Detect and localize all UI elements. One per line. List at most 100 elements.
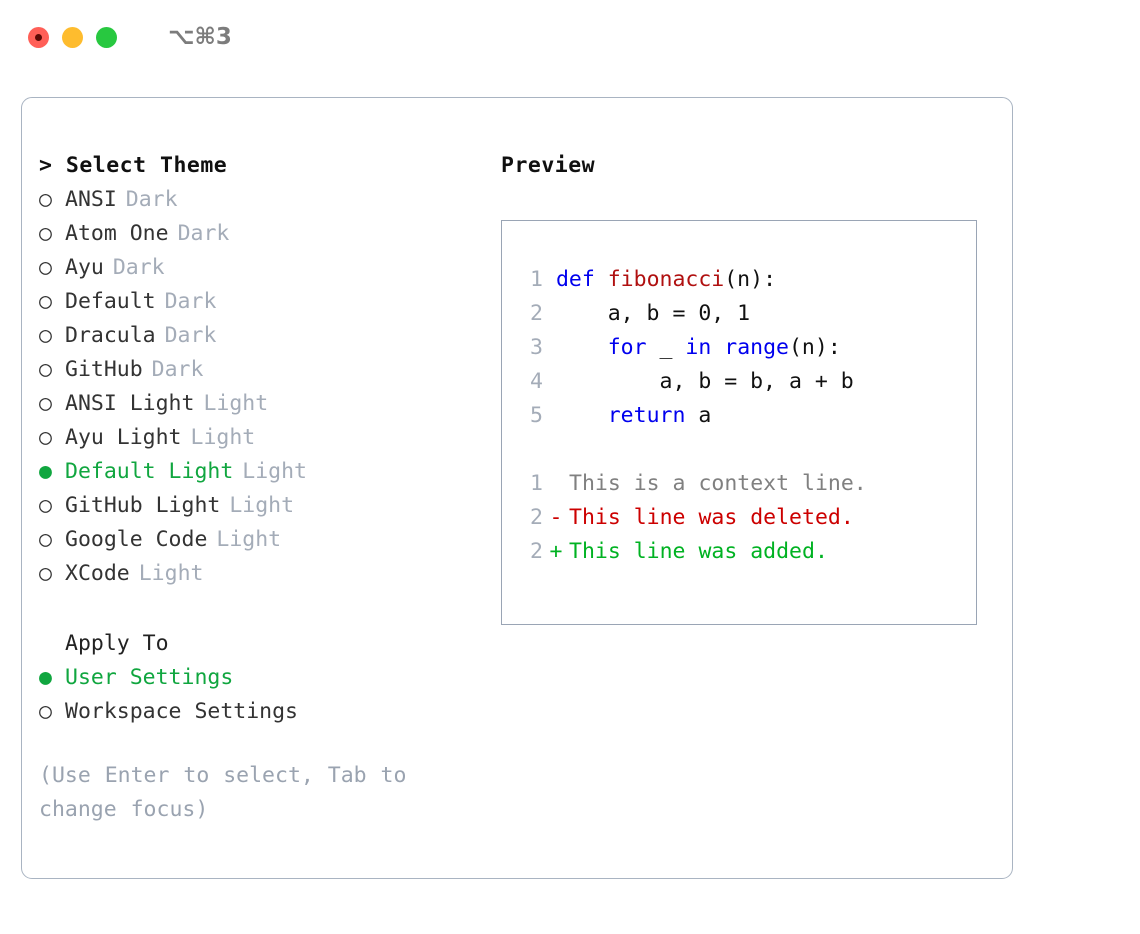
code-token: a, b = b, a + b [555,369,854,394]
radio-unselected-icon: ○ [39,221,52,246]
theme-item-label: ANSI Light [65,391,195,416]
radio-unselected-icon: ○ [39,493,52,518]
theme-item-label: Dracula [65,323,156,348]
diff-line: 1 This is a context line. [517,467,968,501]
theme-item-ayu[interactable]: ○ Ayu Dark [39,251,489,285]
theme-item-google-code[interactable]: ○ Google Code Light [39,523,489,557]
theme-item-label: Atom One [65,221,169,246]
radio-unselected-icon: ○ [39,391,52,416]
theme-item-category: Dark [125,187,178,212]
code-token [556,403,608,428]
theme-item-category: Light [190,425,256,450]
theme-item-label: XCode [65,561,130,586]
theme-item-github-light[interactable]: ○ GitHub Light Light [39,489,489,523]
theme-item-ansi-light[interactable]: ○ ANSI Light Light [39,387,489,421]
diff-marker [543,467,569,501]
code-line: 1 def fibonacci(n): [517,263,968,297]
diff-line-number: 2 [530,505,543,530]
code-token: (n): [788,335,841,360]
diff-line-text: This is a context line. [569,471,867,496]
apply-to-option-user-settings[interactable]: ● User Settings [39,661,489,695]
window-title-shortcut: ⌥⌘3 [168,24,232,50]
radio-unselected-icon: ○ [39,425,52,450]
diff-line: 2-This line was deleted. [517,501,968,535]
code-token: fibonacci [607,267,725,292]
theme-item-category: Dark [177,221,230,246]
theme-item-atom-one[interactable]: ○ Atom One Dark [39,217,489,251]
minimize-button[interactable] [62,27,83,48]
radio-unselected-icon: ○ [39,561,52,586]
radio-unselected-icon: ○ [39,289,52,314]
radio-unselected-icon: ○ [39,323,52,348]
theme-item-category: Light [138,561,204,586]
theme-item-category: Dark [164,323,217,348]
code-line: 3 for _ in range(n): [517,331,968,365]
code-lines: 1 def fibonacci(n): 2 a, b = 0, 1 3 for _ … [517,263,968,433]
diff-marker: + [549,539,563,564]
theme-item-category: Light [203,391,269,416]
preview-column: Preview 1 def fibonacci(n):2 a, b = 0, 1… [501,149,991,625]
code-token: (n): [724,267,777,292]
close-button[interactable] [28,27,49,48]
code-line: 4 a, b = b, a + b [517,365,968,399]
diff-lines: 1 This is a context line.2-This line was… [517,467,968,569]
radio-unselected-icon: ○ [39,187,52,212]
diff-line-number: 1 [530,471,543,496]
radio-unselected-icon: ○ [39,699,52,724]
theme-item-dracula[interactable]: ○ Dracula Dark [39,319,489,353]
theme-item-label: Ayu [65,255,104,280]
theme-item-category: Dark [164,289,217,314]
diff-marker: - [549,505,563,530]
radio-selected-icon: ● [39,665,52,690]
theme-item-label: GitHub [65,357,143,382]
theme-item-category: Dark [112,255,165,280]
code-line: 5 return a [517,399,968,433]
zoom-button[interactable] [96,27,117,48]
code-token: in range [685,335,789,360]
code-line-number: 3 [530,335,543,360]
diff-line-number: 2 [530,539,543,564]
radio-unselected-icon: ○ [39,357,52,382]
apply-to-list: ● User Settings ○ Workspace Settings [39,661,489,729]
diff-line-text: This line was added. [569,539,828,564]
apply-to-header: Apply To [65,631,169,656]
theme-item-github[interactable]: ○ GitHub Dark [39,353,489,387]
theme-item-category: Light [242,459,308,484]
apply-to-option-label: Workspace Settings [65,699,298,724]
code-token: a [685,403,712,428]
title-bar: ⌥⌘3 [0,0,1140,76]
traffic-lights [28,27,117,48]
theme-item-label: Google Code [65,527,208,552]
theme-item-category: Dark [151,357,204,382]
code-token: a, b = 0, 1 [555,301,751,326]
code-token: for [607,335,647,360]
preview-title: Preview [501,153,596,178]
code-token: return [607,403,686,428]
radio-unselected-icon: ○ [39,255,52,280]
theme-item-label: GitHub Light [65,493,221,518]
apply-to-option-label: User Settings [65,665,234,690]
theme-item-category: Light [216,527,282,552]
theme-item-ayu-light[interactable]: ○ Ayu Light Light [39,421,489,455]
code-line-number: 5 [530,403,543,428]
apply-to-option-workspace-settings[interactable]: ○ Workspace Settings [39,695,489,729]
code-token: def [555,267,608,292]
theme-item-category: Light [229,493,295,518]
theme-item-label: Default Light [65,459,234,484]
code-line-number: 2 [530,301,543,326]
code-token [556,335,608,360]
theme-item-xcode[interactable]: ○ XCode Light [39,557,489,591]
section-spacer [39,591,489,627]
radio-unselected-icon: ○ [39,527,52,552]
diff-line: 2+This line was added. [517,535,968,569]
theme-item-label: Ayu Light [65,425,182,450]
keyboard-hint: (Use Enter to select, Tab to change focu… [39,763,407,822]
